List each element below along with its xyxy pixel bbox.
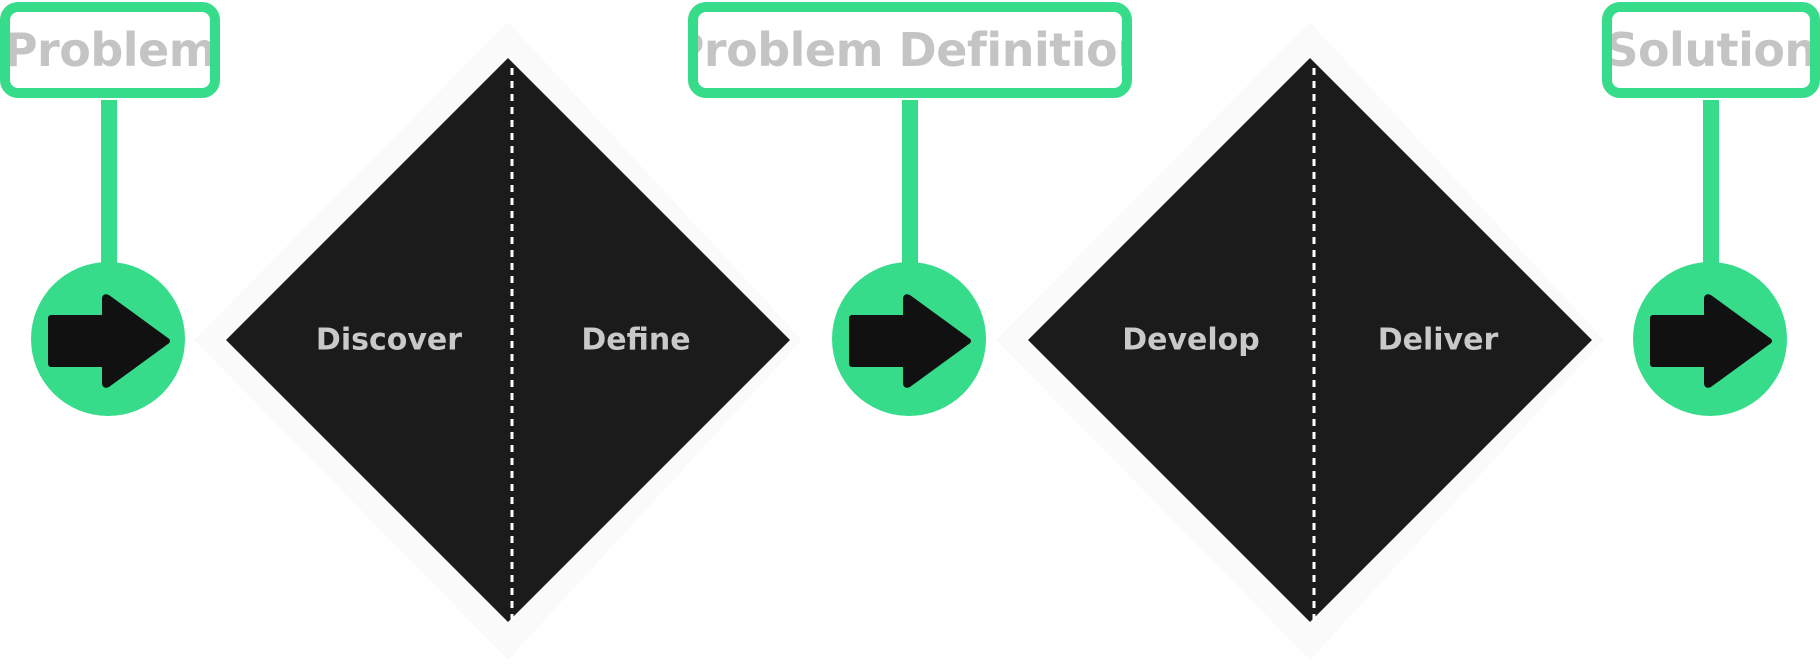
diamond-shape — [996, 22, 1604, 660]
node-problem — [31, 262, 185, 416]
diamond-discover-define: Discover Define — [188, 10, 828, 670]
stage-label-text: Problem Definition — [688, 23, 1132, 77]
stage-label-text: Solution — [1605, 23, 1817, 77]
phase-label-develop: Develop — [1122, 322, 1260, 358]
stage-label-problem: Problem — [0, 2, 220, 98]
diamond-shape — [194, 22, 802, 660]
stage-label-problem-definition: Problem Definition — [688, 2, 1132, 98]
node-problem-definition — [832, 262, 986, 416]
phase-label-deliver: Deliver — [1377, 322, 1499, 358]
diamond-develop-deliver: Develop Deliver — [990, 10, 1630, 670]
stage-label-text: Problem — [3, 23, 217, 77]
arrow-right-icon — [1650, 294, 1772, 388]
stage-label-solution: Solution — [1602, 2, 1820, 98]
phase-label-discover: Discover — [315, 322, 463, 358]
connector-line — [101, 100, 117, 270]
node-solution — [1633, 262, 1787, 416]
connector-line — [902, 100, 918, 270]
arrow-right-icon — [48, 294, 170, 388]
arrow-right-icon — [849, 294, 971, 388]
phase-label-define: Define — [581, 322, 691, 358]
connector-line — [1703, 100, 1719, 270]
